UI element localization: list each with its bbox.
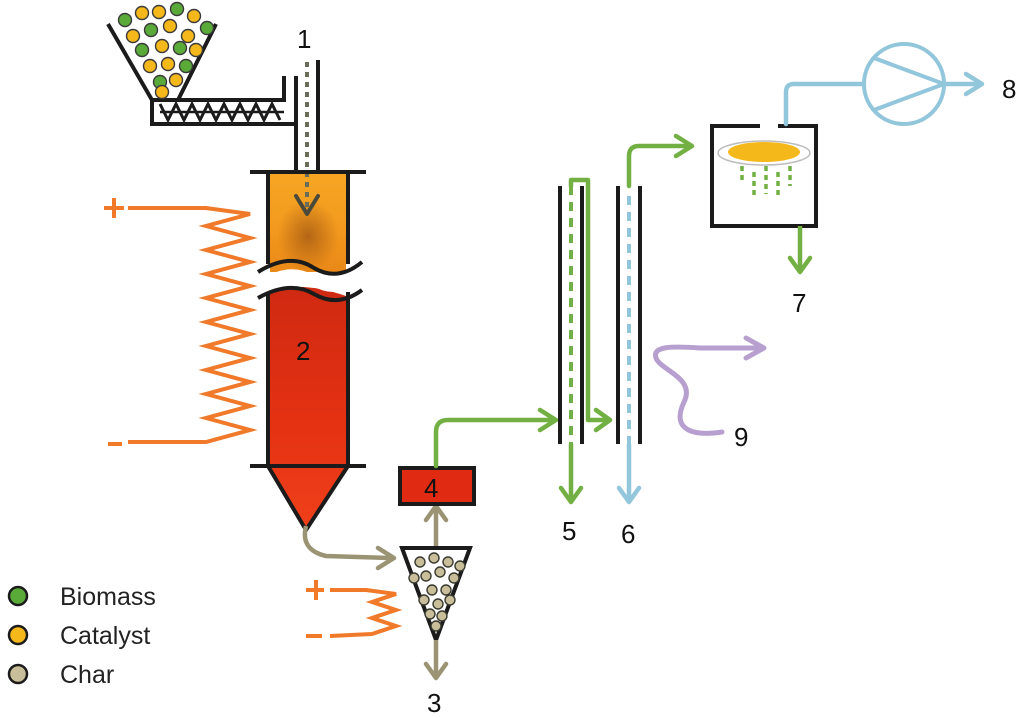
label-reactor: 2 xyxy=(296,336,310,366)
cyclone-heater-coil xyxy=(306,580,403,638)
label-feed-inlet: 1 xyxy=(297,24,311,54)
condenser-2 xyxy=(616,186,642,505)
pump-icon xyxy=(862,42,946,126)
label-condenser-1-outlet: 5 xyxy=(562,516,576,546)
legend-label-char: Char xyxy=(60,661,114,689)
hopper-pellets xyxy=(117,1,215,100)
legend: Biomass Catalyst Char xyxy=(7,583,156,689)
legend-item-biomass: Biomass xyxy=(7,583,156,611)
vapor-line-1 xyxy=(433,407,559,469)
legend-swatch-biomass xyxy=(7,585,29,607)
legend-swatch-catalyst xyxy=(7,624,29,646)
liquid-collector xyxy=(710,124,818,275)
legend-item-catalyst: Catalyst xyxy=(7,622,150,650)
legend-item-char: Char xyxy=(7,661,114,689)
label-char-outlet: 3 xyxy=(427,688,441,718)
label-condenser-2-outlet: 6 xyxy=(621,519,635,549)
reactor-heater-coil xyxy=(104,198,258,446)
hopper-icon xyxy=(106,1,218,102)
label-hot-filter: 4 xyxy=(424,473,438,503)
char-cyclone xyxy=(399,546,473,646)
char-out-arrow xyxy=(423,640,449,681)
vapor-line-2 xyxy=(626,133,695,189)
reactor xyxy=(250,170,366,534)
char-flow-line xyxy=(302,525,397,571)
hot-filter xyxy=(398,466,476,506)
label-cooling-water: 9 xyxy=(734,422,748,452)
label-gas-outlet: 8 xyxy=(1002,74,1016,104)
legend-label-catalyst: Catalyst xyxy=(60,622,150,650)
legend-label-biomass: Biomass xyxy=(60,583,156,611)
label-collector-outlet: 7 xyxy=(792,288,806,318)
cyclone-to-filter-arrow xyxy=(423,503,449,546)
cooling-water-line xyxy=(653,335,767,436)
legend-swatch-char xyxy=(7,663,29,685)
condenser-1 xyxy=(558,177,613,505)
gas-line xyxy=(783,71,985,127)
